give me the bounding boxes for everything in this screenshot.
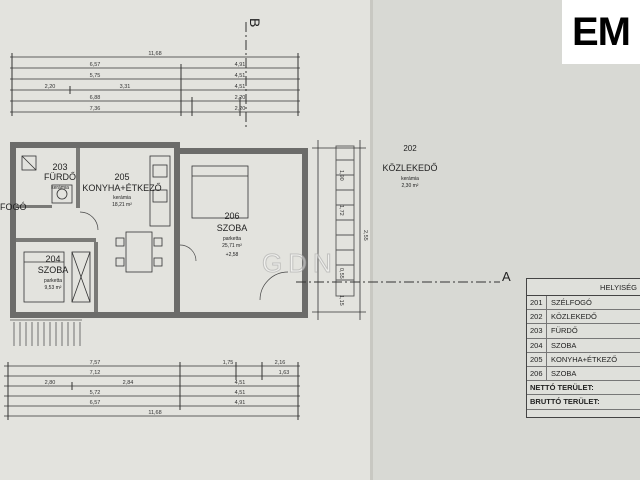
watermark: GDN bbox=[262, 248, 338, 278]
dim-side-3: 2,55 bbox=[362, 230, 368, 241]
room-206-level: +2,58 bbox=[226, 252, 239, 258]
dim-top-3b: 4,51 bbox=[235, 73, 246, 79]
section-marker-b: B bbox=[247, 18, 263, 27]
top-dimension-lines bbox=[10, 56, 300, 113]
bottom-dimension-lines bbox=[4, 365, 300, 417]
dim-bottom-2b: 1,63 bbox=[279, 370, 290, 376]
dim-top-4b: 3,31 bbox=[120, 84, 131, 90]
legend-row-name: SZOBA bbox=[551, 340, 577, 350]
legend-row-number: 206 bbox=[527, 366, 547, 381]
exterior-stairs bbox=[10, 319, 82, 346]
dim-side-4: 0,55 bbox=[338, 268, 344, 279]
dining-table bbox=[115, 231, 163, 273]
room-202-area: 2,30 m² bbox=[402, 183, 419, 189]
side-dimension-lines bbox=[312, 140, 366, 320]
dim-bottom-4a: 5,72 bbox=[90, 390, 101, 396]
logo-text: EM bbox=[572, 9, 631, 54]
dim-bottom-3a: 2,80 bbox=[45, 380, 56, 386]
legend-row-number: 203 bbox=[527, 324, 547, 338]
dim-bottom-5a: 6,57 bbox=[90, 400, 101, 406]
room-202-number: 202 bbox=[403, 144, 417, 153]
kitchen-counter bbox=[149, 155, 171, 227]
legend-row-number: 204 bbox=[527, 338, 547, 352]
room-203-material: kerámia bbox=[51, 185, 69, 191]
dim-top-3a: 5,75 bbox=[90, 73, 101, 79]
room-206-number: 206 bbox=[224, 211, 239, 221]
dim-side-2: 1,72 bbox=[338, 205, 344, 216]
room-205-number: 205 bbox=[114, 172, 129, 182]
dim-side-1: 1,90 bbox=[338, 170, 344, 181]
dim-bottom-1c: 2,16 bbox=[275, 360, 286, 366]
room-204-name: SZOBA bbox=[38, 265, 69, 275]
room-203-name: FÜRDŐ bbox=[44, 172, 76, 182]
dim-bottom-3b: 2,84 bbox=[123, 380, 134, 386]
dim-bottom-1a: 7,57 bbox=[90, 360, 101, 366]
dim-bottom-2a: 7,12 bbox=[90, 370, 101, 376]
wardrobe-204 bbox=[71, 251, 91, 303]
legend-row-name: SZOBA bbox=[551, 369, 577, 379]
dim-top-6b: 2,20 bbox=[235, 106, 246, 112]
dim-top-4a: 2,20 bbox=[45, 84, 56, 90]
room-204-area: 9,53 m² bbox=[45, 285, 62, 291]
door-swings bbox=[79, 211, 289, 301]
room-legend-table: HELYISÉG 201 SZÉLFOGÓ 202 KÖZLEKEDŐ 203 … bbox=[526, 278, 640, 418]
room-201-partial-label: FOGÓ bbox=[0, 202, 27, 212]
bed-206 bbox=[191, 165, 249, 219]
room-206-material: parketta bbox=[223, 236, 241, 242]
legend-row-number: 205 bbox=[527, 352, 547, 366]
dim-top-2b: 4,91 bbox=[235, 62, 246, 68]
dim-bottom-1b: 1,75 bbox=[223, 360, 234, 366]
dim-bottom-6a: 11,68 bbox=[148, 410, 161, 416]
top-dimension-ticks bbox=[11, 53, 299, 116]
legend-gross-area-label: BRUTTÓ TERÜLET: bbox=[527, 395, 640, 410]
bottom-dimension-ticks bbox=[7, 362, 299, 420]
legend-row-name: KÖZLEKEDŐ bbox=[551, 312, 597, 322]
legend-net-area-label: NETTÓ TERÜLET: bbox=[527, 381, 640, 396]
legend-row: 204 SZOBA bbox=[527, 338, 640, 353]
legend-row: 203 FÜRDŐ bbox=[527, 324, 640, 339]
dim-top-1a: 11,68 bbox=[148, 51, 161, 57]
logo: EM bbox=[562, 0, 640, 64]
room-206-name: SZOBA bbox=[217, 223, 248, 233]
room-205-name: KONYHA+ÉTKEZŐ bbox=[82, 183, 161, 193]
room-204-number: 204 bbox=[45, 254, 60, 264]
room-202-name: KÖZLEKEDŐ bbox=[382, 163, 437, 173]
room-202-material: kerámia bbox=[401, 176, 419, 182]
dim-top-5b: 2,20 bbox=[235, 95, 246, 101]
legend-row: 201 SZÉLFOGÓ bbox=[527, 296, 640, 311]
paper-fold bbox=[370, 0, 373, 480]
legend-row-number: 201 bbox=[527, 296, 547, 310]
legend-row: 205 KONYHA+ÉTKEZŐ bbox=[527, 352, 640, 367]
legend-row: 202 KÖZLEKEDŐ bbox=[527, 310, 640, 325]
dim-bottom-3c: 4,51 bbox=[235, 380, 246, 386]
dim-top-5a: 6,88 bbox=[90, 95, 101, 101]
dim-bottom-4b: 4,51 bbox=[235, 390, 246, 396]
interior-walls bbox=[16, 148, 98, 312]
room-204-material: parketta bbox=[44, 278, 62, 284]
room-206-area: 25,71 m² bbox=[222, 243, 242, 249]
legend-header: HELYISÉG bbox=[527, 279, 640, 296]
room-203-number: 203 bbox=[52, 162, 67, 172]
dim-top-2a: 6,57 bbox=[90, 62, 101, 68]
dim-top-4c: 4,51 bbox=[235, 84, 246, 90]
bathroom-fixtures bbox=[21, 155, 73, 204]
section-marker-a: A bbox=[502, 269, 511, 284]
ladder-202 bbox=[335, 145, 355, 297]
legend-row: 206 SZOBA bbox=[527, 366, 640, 382]
bed-204 bbox=[23, 251, 65, 303]
room-205-material: kerámia bbox=[113, 195, 131, 201]
exterior-walls bbox=[10, 142, 308, 318]
legend-row-name: FÜRDŐ bbox=[551, 326, 578, 336]
legend-row-number: 202 bbox=[527, 310, 547, 324]
legend-row-name: SZÉLFOGÓ bbox=[551, 298, 592, 308]
legend-row-name: KONYHA+ÉTKEZŐ bbox=[551, 354, 618, 364]
dim-bottom-5b: 4,91 bbox=[235, 400, 246, 406]
room-205-area: 18,21 m² bbox=[112, 202, 132, 208]
dim-top-6a: 7,36 bbox=[90, 106, 101, 112]
dim-side-5: 1,15 bbox=[338, 295, 344, 306]
